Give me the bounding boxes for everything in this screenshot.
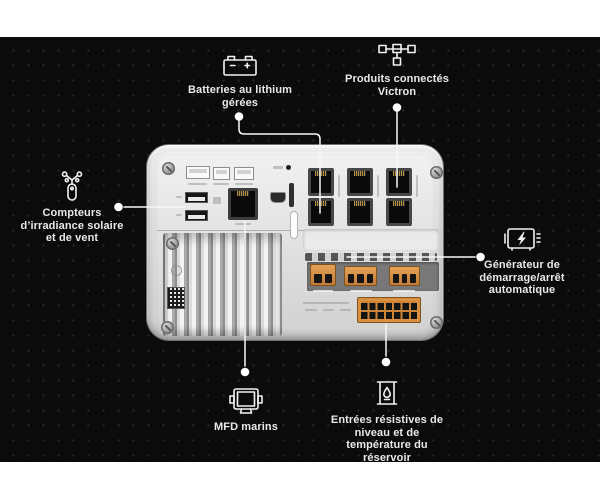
relay-terminal-1 [344, 266, 377, 286]
callout-label: Générateur de [484, 259, 560, 271]
screw [430, 166, 443, 179]
microsd-slot [289, 183, 294, 207]
callout-label: Batteries au lithium [187, 84, 293, 96]
bms-can-port-2 [386, 198, 412, 226]
io-label-print [303, 302, 349, 304]
io-connector [357, 297, 421, 323]
callout-label: réservoir [363, 451, 411, 464]
stamped-logo [171, 265, 182, 276]
top-white-band [0, 0, 600, 37]
ve-can-port-1 [347, 168, 373, 196]
bms-can-port-1 [386, 168, 412, 196]
ethernet-port [228, 188, 258, 220]
terminal-holes [393, 274, 417, 283]
callout-label: gérées [221, 96, 259, 109]
callout-compteurs: Compteurs d’irradiance solaire et de ven… [0, 170, 147, 245]
terminal-label-print [393, 290, 415, 292]
callout-produits: Produits connectés Victron [322, 42, 472, 98]
usb-port-2 [185, 210, 208, 221]
terminal-hole [314, 274, 322, 283]
port-label-print [235, 183, 253, 185]
terminal-hole [324, 274, 332, 283]
callout-label: démarrage/arrêt [479, 271, 565, 284]
ve-direct-port-2 [213, 167, 230, 180]
terminal-hole [401, 274, 408, 283]
ve-direct-port-3 [234, 167, 254, 180]
port-label-print [377, 175, 379, 197]
ve-bus-port-1 [308, 168, 334, 196]
screw [162, 162, 175, 175]
terminal-hole [348, 274, 355, 283]
callout-generateur: Générateur de démarrage/arrêt automatiqu… [447, 224, 597, 297]
port-label-print [338, 175, 340, 197]
terminal-hole [366, 274, 373, 283]
qr-code-print [167, 287, 185, 309]
bottom-white-band [0, 462, 600, 500]
io-label-print [340, 309, 351, 311]
relay-terminal-2 [389, 266, 420, 286]
io-label-print [305, 309, 317, 311]
io-label-print [323, 309, 334, 311]
battery-icon [223, 55, 257, 76]
port-label-print [235, 223, 251, 225]
port-label-print [213, 183, 229, 185]
ve-can-port-2 [347, 198, 373, 226]
callout-label: MFD marins [214, 421, 278, 433]
callout-label: niveau et de [354, 426, 420, 439]
terminal-label-print [350, 290, 372, 292]
power-in-terminal [310, 264, 336, 286]
generator-icon [504, 228, 541, 251]
callout-label: Compteurs [42, 207, 102, 219]
usb-arrow-print [176, 196, 182, 198]
terminal-hole [410, 274, 417, 283]
ve-direct-port-1 [186, 166, 210, 179]
terminal-label-print [313, 290, 333, 292]
device-rear-panel [147, 145, 443, 340]
hdmi-port [270, 192, 286, 203]
callout-entrees: Entrées résistives de niveau et de tempé… [312, 377, 462, 464]
port-label-print [416, 175, 418, 197]
pull-tab [290, 211, 298, 239]
terminal-hole [393, 274, 399, 283]
callout-label: Entrées résistives de [330, 414, 444, 426]
callout-label: d’irradiance solaire [20, 219, 124, 232]
anemometer-icon [61, 171, 83, 201]
screw [430, 316, 443, 329]
callout-mfd: MFD marins [171, 386, 321, 434]
mfd-display-icon [229, 388, 263, 414]
tank-level-icon [376, 381, 398, 405]
vent-slots [305, 253, 437, 261]
screw [161, 321, 174, 334]
status-led [286, 165, 291, 170]
power-print [273, 166, 283, 169]
screw [166, 237, 179, 250]
terminal-holes [348, 274, 373, 283]
network-icon [378, 43, 416, 66]
callout-label: température du [346, 439, 428, 451]
callout-label: Victron [377, 85, 417, 98]
blank-panel [303, 229, 439, 251]
ve-bus-port-2 [308, 198, 334, 226]
terminal-hole [357, 274, 364, 283]
callout-label: Produits connectés [345, 73, 449, 85]
usb-arrow-print [176, 214, 182, 216]
port-label-print [188, 183, 207, 185]
heatsink-fins [163, 233, 282, 336]
callout-label: et de vent [45, 232, 99, 244]
network-print-icon [213, 197, 221, 204]
callout-batteries: Batteries au lithium gérées [165, 51, 315, 109]
io-pin-grid [361, 301, 417, 319]
callout-label: automatique [488, 284, 556, 296]
usb-port-1 [185, 192, 208, 203]
terminal-holes [314, 274, 332, 283]
